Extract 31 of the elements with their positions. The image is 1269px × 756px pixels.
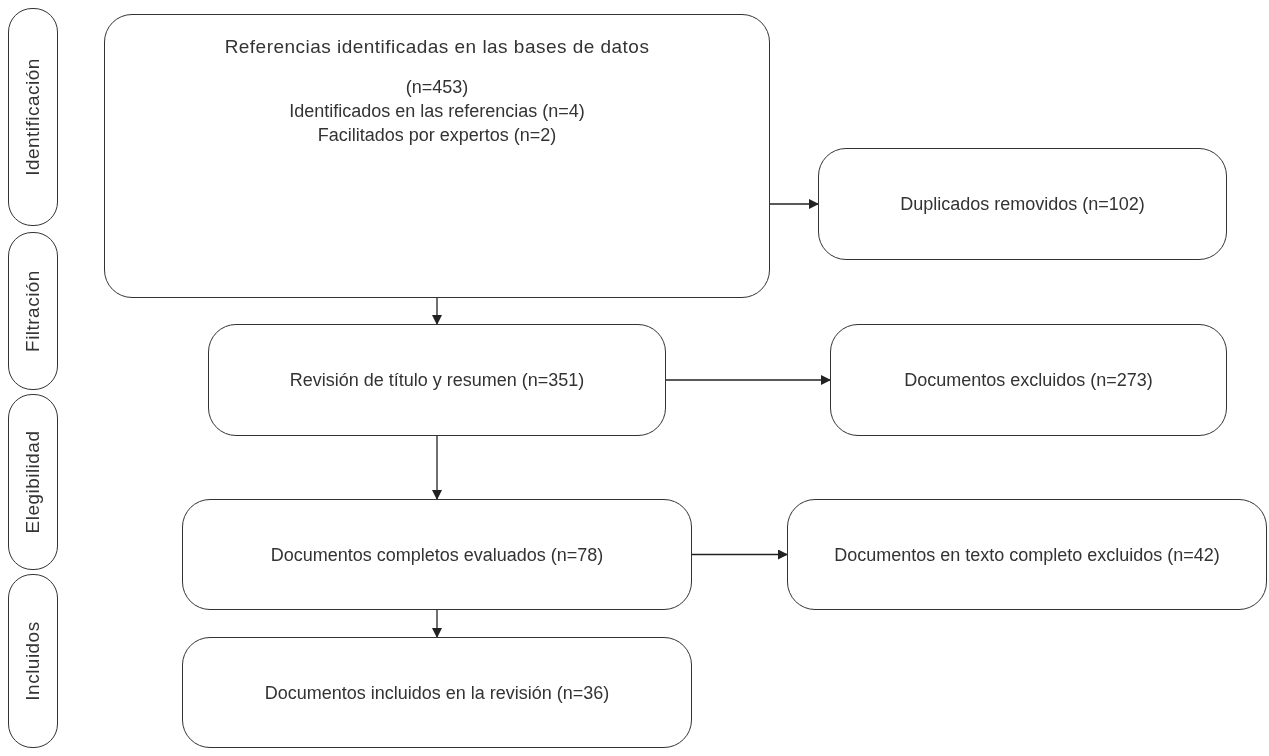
phase-label: Incluidos [20, 621, 44, 701]
phase-label: Elegibilidad [20, 430, 44, 534]
arrow [769, 199, 819, 209]
phase-band [8, 574, 58, 748]
process-box [787, 499, 1267, 610]
box-text: (n=453) [405, 76, 469, 99]
process-box [818, 148, 1227, 260]
box-text: Documentos excluidos (n=273) [904, 369, 1153, 392]
process-box [208, 324, 666, 436]
arrow [432, 297, 442, 325]
phase-label: Identificación [20, 58, 44, 176]
process-box [182, 499, 692, 610]
box-text: Documentos en texto completo excluidos (n=42) [834, 543, 1220, 567]
arrow [665, 375, 831, 385]
box-heading: Referencias identificadas en las bases de datos [224, 35, 650, 59]
phase-band [8, 232, 58, 390]
box-text: Facilitados por expertos (n=2) [317, 124, 557, 147]
process-box [182, 637, 692, 748]
arrow [691, 549, 788, 560]
arrow [432, 435, 442, 500]
box-text: Revisión de título y resumen (n=351) [289, 369, 585, 392]
arrow [432, 609, 442, 638]
phase-band [8, 8, 58, 226]
phase-label: Filtración [20, 270, 44, 352]
box-text: Duplicados removidos (n=102) [900, 193, 1145, 216]
box-text: Documentos completos evaluados (n=78) [270, 543, 604, 567]
box-text: Identificados en las referencias (n=4) [289, 100, 585, 123]
process-box [104, 14, 770, 298]
process-box [830, 324, 1227, 436]
phase-band [8, 394, 58, 570]
box-text: Documentos incluidos en la revisión (n=36) [264, 681, 610, 705]
